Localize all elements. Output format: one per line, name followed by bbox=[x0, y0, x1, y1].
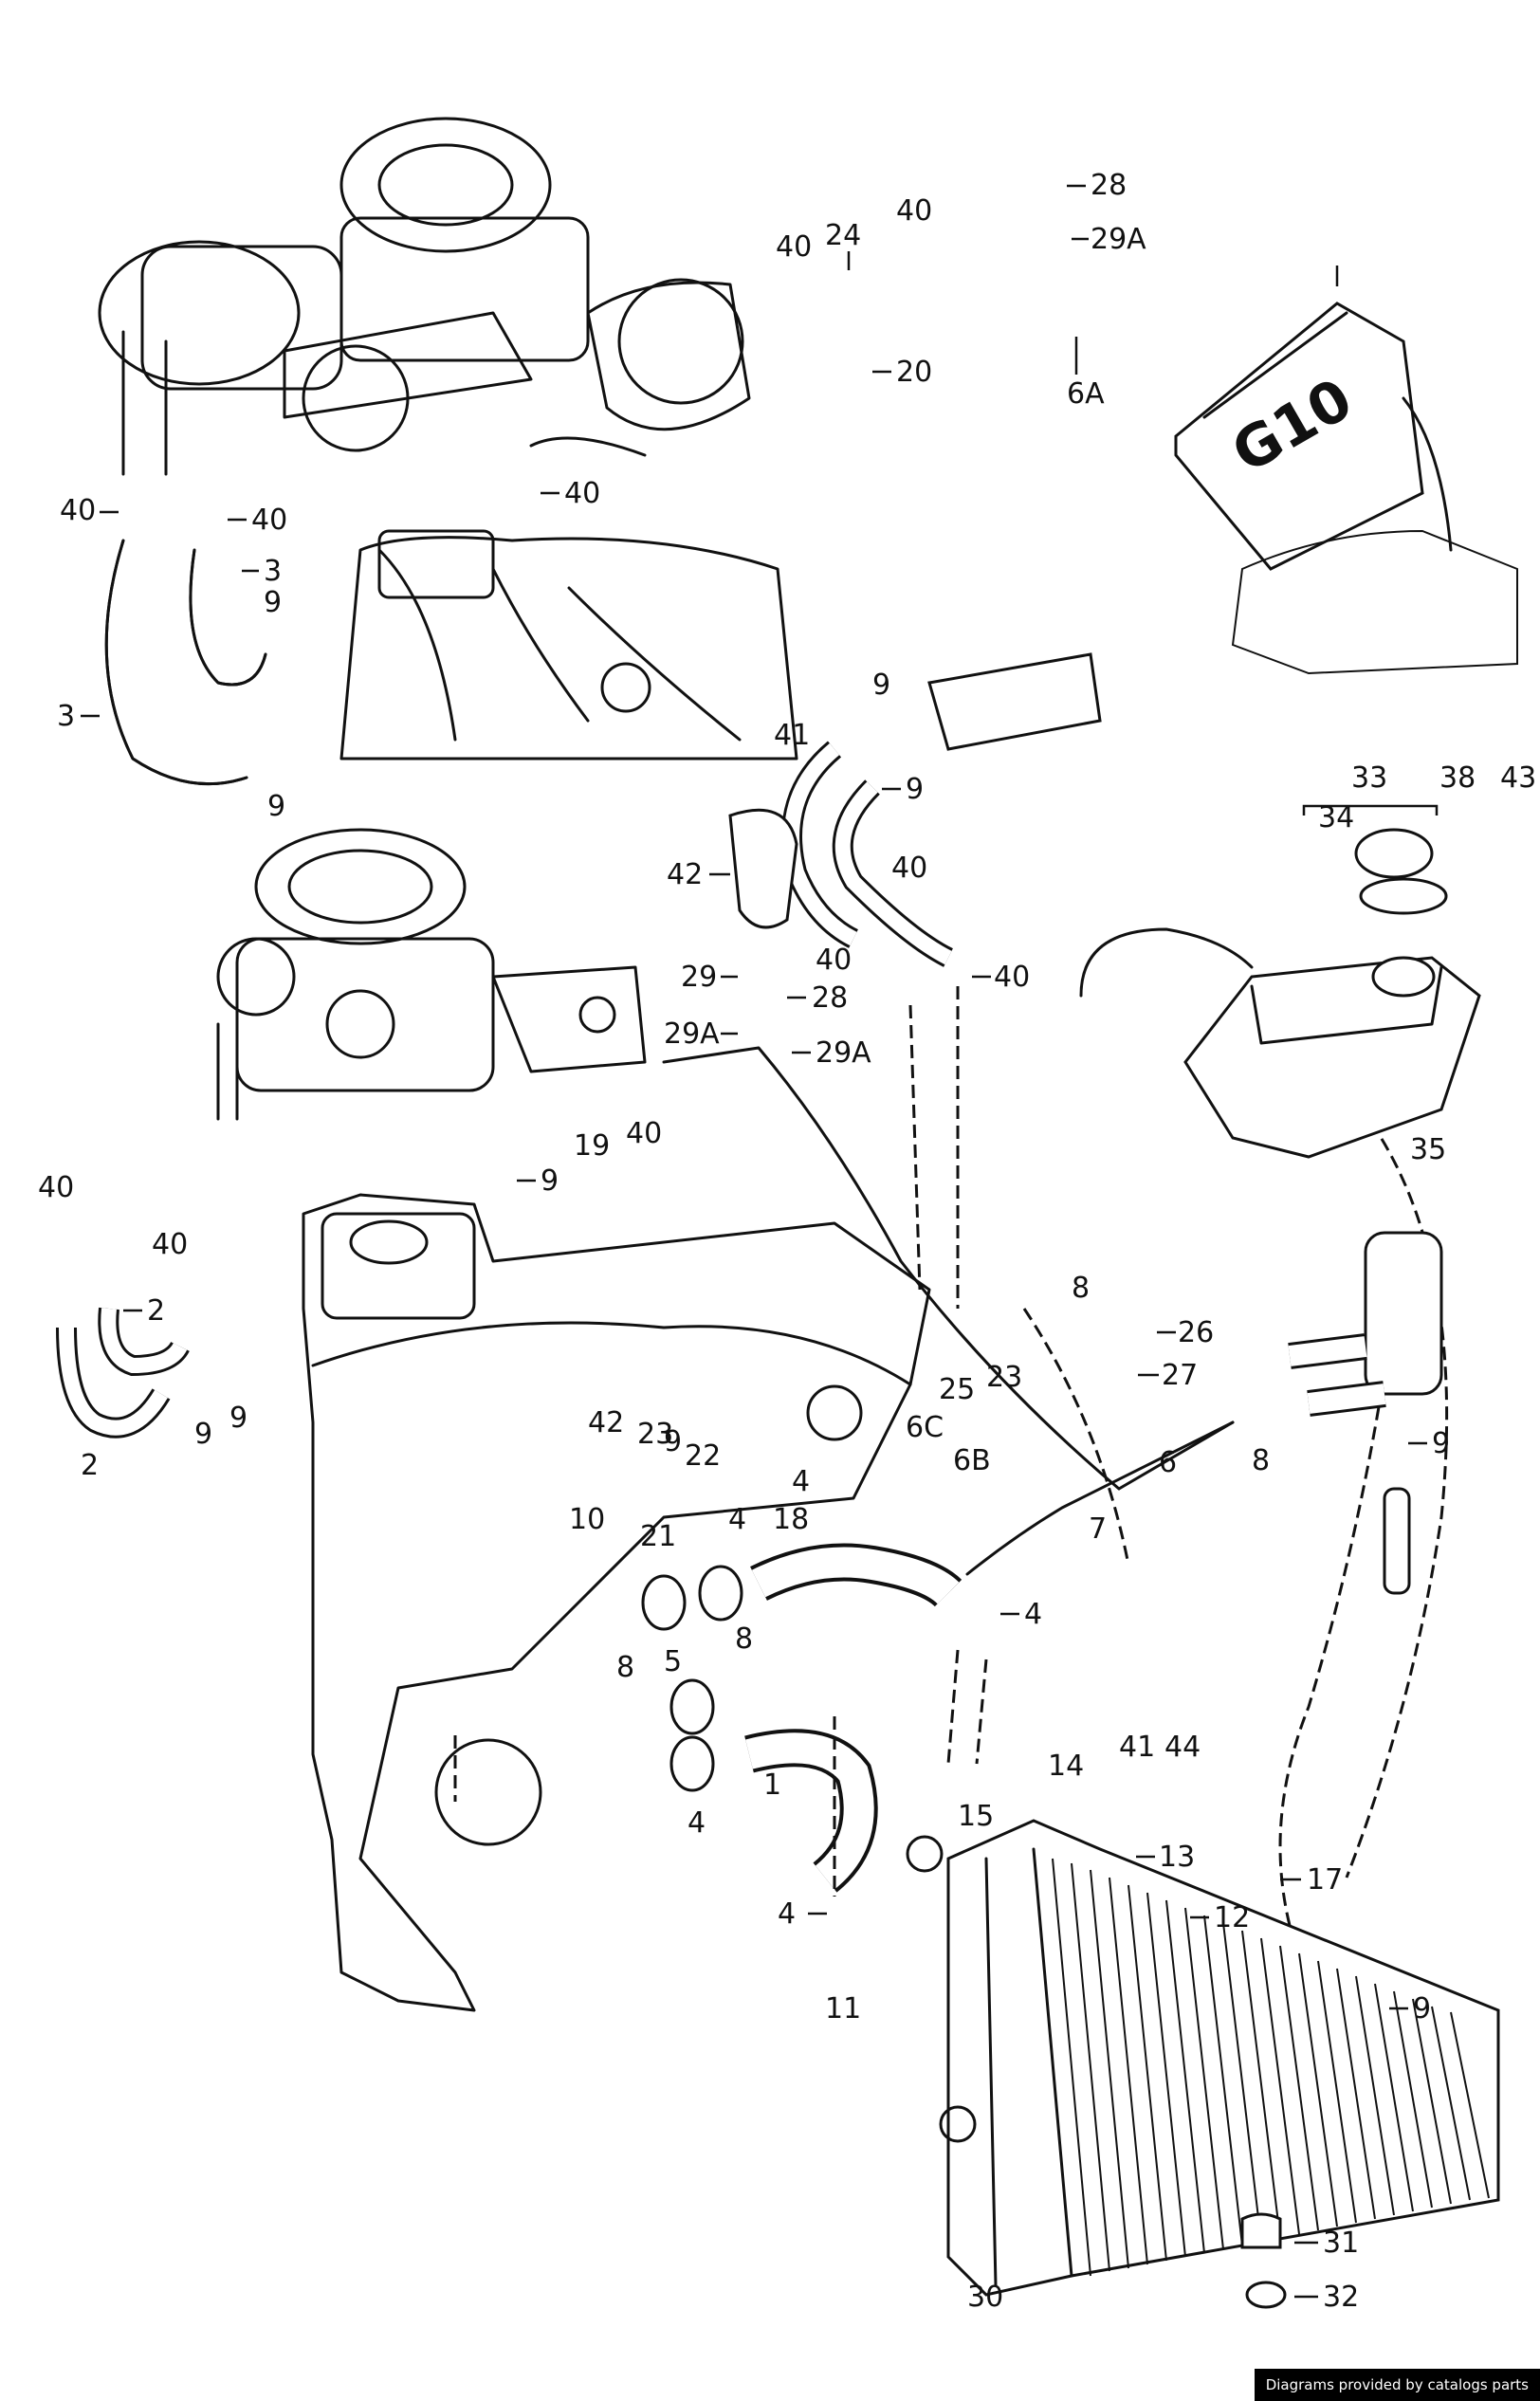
callout-7: 7 bbox=[1089, 1512, 1107, 1546]
callout-9b: 9 bbox=[267, 790, 285, 823]
callout-32: 32 bbox=[1323, 2281, 1359, 2314]
callout-40d: 40 bbox=[251, 504, 287, 537]
coolant-hoses-3 bbox=[104, 539, 267, 786]
callout-17: 17 bbox=[1307, 1863, 1343, 1897]
callout-4b: 4 bbox=[1024, 1598, 1042, 1631]
thermostat-housing bbox=[1288, 1231, 1443, 1595]
callout-16: 18 bbox=[773, 1503, 809, 1536]
callout-35: 35 bbox=[1410, 1133, 1446, 1166]
callout-6C: 6C bbox=[906, 1411, 944, 1444]
callout-34: 34 bbox=[1318, 801, 1354, 834]
callout-29A-c: 29A bbox=[816, 1036, 871, 1070]
callout-15: 15 bbox=[958, 1800, 994, 1833]
hoses-37-38-39 bbox=[728, 652, 1102, 967]
callout-9i: 9 bbox=[1413, 1992, 1431, 2025]
callout-23: 23 bbox=[986, 1361, 1022, 1394]
callout-8c: 8 bbox=[735, 1622, 753, 1656]
callout-6B: 6B bbox=[953, 1444, 991, 1477]
callout-5: 5 bbox=[664, 1645, 682, 1678]
callout-33: 33 bbox=[1351, 761, 1387, 795]
callout-4c: 4 bbox=[688, 1806, 706, 1840]
callout-27: 27 bbox=[1162, 1359, 1198, 1392]
credit-banner: Diagrams provided by catalogs parts bbox=[1254, 2369, 1540, 2401]
callout-40i: 40 bbox=[38, 1171, 74, 1204]
callout-12: 12 bbox=[1214, 1901, 1250, 1934]
callout-40g: 40 bbox=[994, 961, 1030, 994]
callout-6A: 6A bbox=[1067, 377, 1105, 411]
callout-40k: 41 bbox=[1119, 1731, 1155, 1764]
callout-29: 29 bbox=[681, 961, 717, 994]
coolant-pipe-6 bbox=[662, 986, 1449, 1983]
callout-40e: 40 bbox=[564, 477, 600, 510]
callout-40h: 40 bbox=[626, 1117, 662, 1150]
expansion-tank-35 bbox=[1079, 828, 1481, 1159]
intake-manifold-drawing bbox=[339, 529, 798, 761]
upper-carburetor-drawing bbox=[98, 117, 751, 476]
callout-30: 30 bbox=[967, 2281, 1003, 2314]
engine-block-drawing bbox=[302, 1193, 931, 2012]
callout-31: 31 bbox=[1323, 2227, 1359, 2260]
callout-26: 26 bbox=[1178, 1316, 1214, 1349]
callout-41: 43 bbox=[1500, 761, 1536, 795]
callout-9g: 9 bbox=[229, 1402, 248, 1435]
callout-3: 3 bbox=[264, 555, 282, 588]
callout-18: 19 bbox=[574, 1129, 610, 1163]
callout-4: 4 bbox=[728, 1503, 746, 1536]
radiator-hoses bbox=[641, 1543, 962, 1893]
callout-13: 13 bbox=[1159, 1841, 1195, 1874]
callout-40l: 42 bbox=[588, 1406, 624, 1439]
callout-9c: 9 bbox=[872, 669, 890, 702]
coolant-container-44: G10 bbox=[1174, 302, 1518, 675]
callout-22: 23 bbox=[637, 1418, 673, 1451]
callout-25: 25 bbox=[939, 1373, 975, 1406]
callout-39: 42 bbox=[667, 858, 703, 891]
callout-4e: 4 bbox=[792, 1465, 810, 1498]
radiator-fins bbox=[1052, 1858, 1490, 2277]
callout-29A-b: 29A bbox=[664, 1017, 720, 1051]
callout-9f: 9 bbox=[194, 1418, 212, 1451]
callout-8d: 8 bbox=[616, 1651, 634, 1684]
callout-9d: 9 bbox=[906, 773, 924, 806]
callout-20: 21 bbox=[640, 1520, 676, 1553]
callout-40j: 40 bbox=[152, 1228, 188, 1261]
callout-21: 22 bbox=[685, 1439, 721, 1473]
callout-3b: 3 bbox=[57, 700, 75, 733]
callout-29A: 29A bbox=[1091, 223, 1146, 256]
callout-9j: 9 bbox=[664, 1425, 682, 1458]
callout-40: 40 bbox=[896, 194, 932, 228]
callout-37: 40 bbox=[891, 852, 927, 885]
callout-14: 14 bbox=[1048, 1750, 1084, 1783]
callout-40c: 40 bbox=[60, 494, 96, 527]
callout-4d: 4 bbox=[778, 1897, 796, 1931]
callout-10: 10 bbox=[569, 1503, 605, 1536]
callout-28: 28 bbox=[1091, 169, 1127, 202]
coolant-hoses-2 bbox=[56, 1307, 190, 1439]
callout-9: 9 bbox=[264, 586, 282, 619]
callout-2: 2 bbox=[147, 1294, 165, 1328]
callout-labels: 28 29A 6A 40 24 40 20 40 40 40 3 3 9 9 9… bbox=[38, 169, 1536, 2314]
callout-2b: 2 bbox=[81, 1449, 99, 1482]
callout-24: 24 bbox=[825, 219, 861, 252]
callout-8: 8 bbox=[1072, 1272, 1090, 1305]
callout-11: 11 bbox=[825, 1992, 861, 2025]
callout-38: 41 bbox=[774, 719, 810, 752]
callout-6: 6 bbox=[1159, 1446, 1177, 1479]
callout-36: 38 bbox=[1439, 761, 1476, 795]
callout-42: 44 bbox=[1164, 1731, 1201, 1764]
callout-8b: 8 bbox=[1252, 1444, 1270, 1477]
callout-9h: 9 bbox=[1432, 1427, 1450, 1460]
callout-28b: 28 bbox=[812, 981, 848, 1015]
callout-9e: 9 bbox=[541, 1164, 559, 1198]
callout-40b: 40 bbox=[776, 230, 812, 264]
callout-19: 20 bbox=[896, 356, 932, 389]
middle-carburetor-drawing bbox=[216, 828, 647, 1121]
radiator-30 bbox=[906, 1819, 1500, 2309]
callout-1: 1 bbox=[763, 1769, 781, 1802]
callout-40f: 40 bbox=[816, 944, 852, 977]
